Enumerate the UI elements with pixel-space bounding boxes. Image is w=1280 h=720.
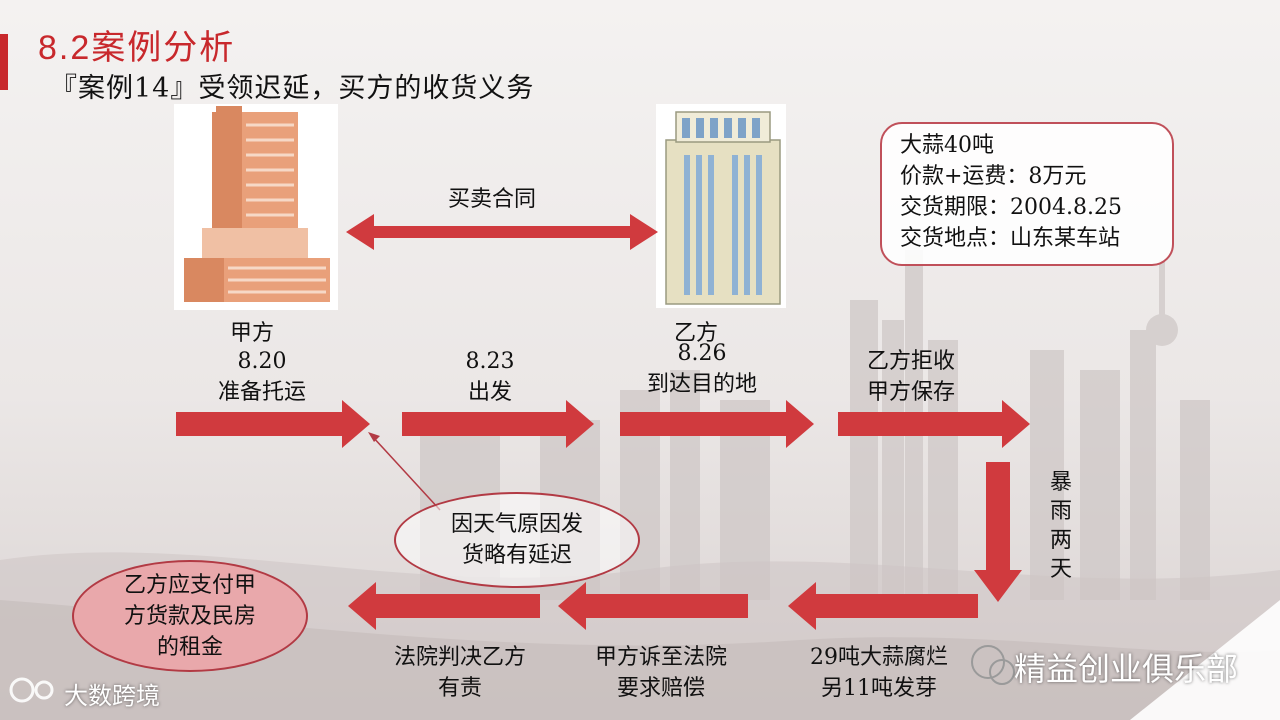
delay-note-ellipse: 因天气原因发货略有延迟: [394, 492, 640, 588]
bottom-label-2: 甲方诉至法院要求赔偿: [594, 645, 727, 701]
right-watermark: 精益创业俱乐部: [1014, 651, 1239, 687]
step-arrow-4: [838, 400, 1030, 448]
wechat-icon: [971, 645, 1015, 685]
bottom-arrow-2: [558, 582, 748, 630]
left-watermark: 大数跨境: [64, 683, 160, 710]
delay-callout-pointer: [371, 435, 441, 511]
contract-info-box: 大蒜40吨 价款+运费：8万元 交货期限：2004.8.25 交货地点：山东某车…: [880, 122, 1174, 266]
info-price: 价款+运费：8万元: [900, 164, 1087, 189]
slide-title: 8.2案例分析: [38, 29, 236, 67]
bottom-arrow-1: [788, 582, 978, 630]
info-goods: 大蒜40吨: [900, 133, 994, 158]
bottom-arrow-3: [348, 582, 540, 630]
contract-label: 买卖合同: [448, 187, 537, 212]
rain-label: 暴雨 两天: [1049, 470, 1072, 582]
step-arrow-3: [620, 400, 814, 448]
step-arrow-1: [176, 400, 370, 448]
info-location: 交货地点：山东某车站: [900, 226, 1121, 251]
step-arrow-2: [402, 400, 594, 448]
contract-double-arrow: [346, 214, 658, 250]
step-label-4: 乙方拒收甲方保存: [866, 349, 955, 405]
bottom-label-1: 29吨大蒜腐烂另11吨发芽: [810, 645, 948, 701]
bottom-label-3: 法院判决乙方有责: [393, 645, 526, 701]
info-deadline: 交货期限：2004.8.25: [900, 195, 1122, 220]
party-a-label: 甲方: [230, 321, 275, 346]
case-subtitle: 『案例14』受领迟延，买方的收货义务: [50, 73, 535, 104]
result-circle: 乙方应支付甲方货款及民房的租金: [72, 560, 308, 672]
rain-down-arrow: [974, 462, 1022, 602]
title-accent-bar: [0, 34, 8, 90]
party-a-building-icon: [174, 104, 338, 310]
party-b-building-icon: [656, 104, 786, 308]
left-logo-icon: [9, 677, 54, 703]
party-b-label: 乙方: [674, 321, 719, 346]
